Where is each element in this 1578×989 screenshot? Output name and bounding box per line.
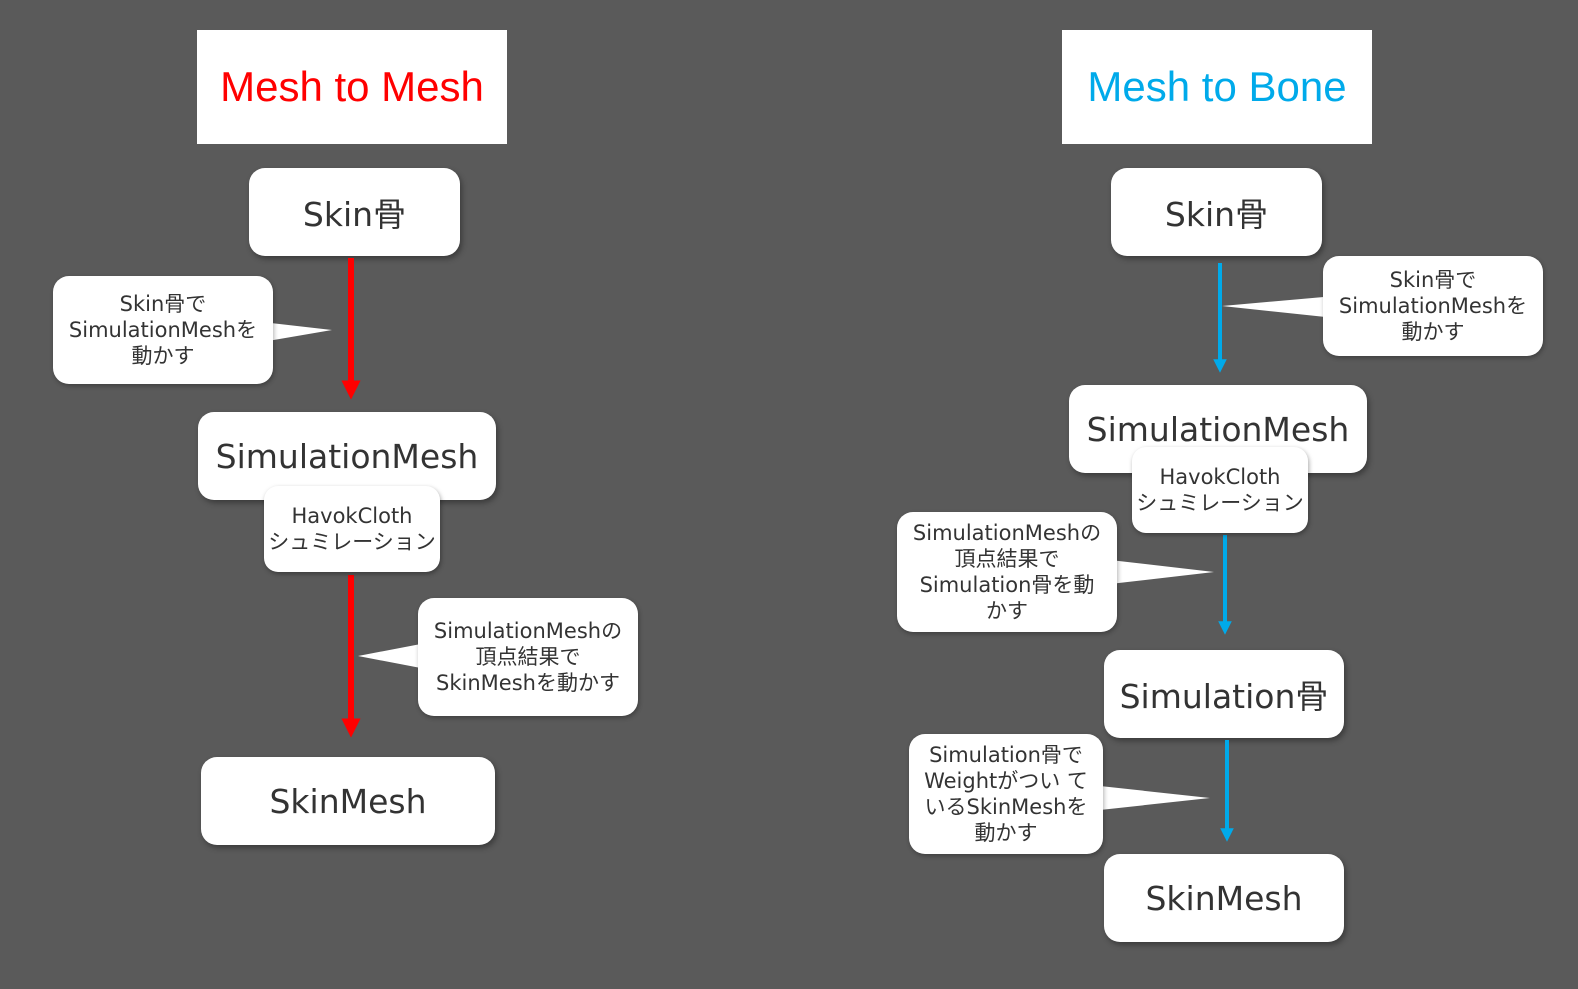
callout-tail-right-2 (1110, 560, 1214, 584)
right-callout-2-line: かす (986, 599, 1028, 623)
left-callout-1-line: Skin骨で (119, 292, 207, 316)
right-node-simulation-mesh: SimulationMesh (1069, 385, 1367, 473)
right-callout-1-line: 動かす (1401, 320, 1465, 344)
right-node-skin-mesh-label: SkinMesh (1145, 878, 1303, 918)
right-title: Mesh to Bone (1087, 63, 1347, 110)
left-node-simulation-mesh-label: SimulationMesh (215, 436, 479, 476)
right-havok-box: HavokCloth シュミレーション (1132, 447, 1308, 533)
right-callout-3: Simulation骨で Weightがつい て いるSkinMeshを 動かす (909, 734, 1103, 854)
right-node-skin-bone-label: Skin骨 (1164, 195, 1269, 234)
left-node-skin-mesh: SkinMesh (201, 757, 495, 845)
right-callout-3-line: Weightがつい て (924, 769, 1088, 793)
right-callout-3-line: Simulation骨で (929, 743, 1083, 767)
left-node-skin-bone-label: Skin骨 (302, 195, 407, 234)
left-callout-2-line: SimulationMeshの (433, 619, 623, 643)
right-node-simulation-mesh-label: SimulationMesh (1086, 409, 1350, 449)
right-havok-line2: シュミレーション (1136, 491, 1304, 515)
right-callout-1: Skin骨で SimulationMeshを 動かす (1323, 256, 1543, 356)
right-node-simulation-bone-label: Simulation骨 (1119, 677, 1329, 716)
right-title-box: Mesh to Bone (1062, 30, 1372, 144)
callout-tail-right-3 (1100, 786, 1210, 810)
left-title: Mesh to Mesh (220, 63, 484, 110)
right-callout-3-line: いるSkinMeshを (924, 795, 1088, 819)
left-node-skin-mesh-label: SkinMesh (269, 781, 427, 821)
right-callout-2: SimulationMeshの 頂点結果で Simulation骨を動 かす (897, 512, 1117, 632)
right-callout-1-line: SimulationMeshを (1338, 294, 1528, 318)
right-callout-1-line: Skin骨で (1389, 268, 1477, 292)
left-title-box: Mesh to Mesh (197, 30, 507, 144)
right-node-skin-mesh: SkinMesh (1104, 854, 1344, 942)
left-node-simulation-mesh: SimulationMesh (198, 412, 496, 500)
left-node-skin-bone: Skin骨 (249, 168, 460, 256)
left-callout-2-line: 頂点結果で (475, 645, 581, 669)
right-havok-line1: HavokCloth (1159, 465, 1281, 489)
left-callout-1: Skin骨で SimulationMeshを 動かす (53, 276, 273, 384)
right-callout-3-line: 動かす (974, 821, 1038, 845)
left-havok-box: HavokCloth シュミレーション (264, 486, 440, 572)
left-havok-line2: シュミレーション (268, 530, 436, 554)
right-node-skin-bone: Skin骨 (1111, 168, 1322, 256)
callout-tail-right-1 (1222, 296, 1335, 318)
right-callout-2-line: Simulation骨を動 (919, 573, 1095, 597)
left-havok-line1: HavokCloth (291, 504, 413, 528)
callout-tail-left-2 (358, 643, 426, 669)
left-callout-1-line: 動かす (131, 344, 195, 368)
right-callout-2-line: SimulationMeshの (912, 521, 1102, 545)
right-callout-2-line: 頂点結果で (954, 547, 1060, 571)
left-callout-2-line: SkinMeshを動かす (436, 671, 620, 695)
left-callout-2: SimulationMeshの 頂点結果で SkinMeshを動かす (418, 598, 638, 716)
right-node-simulation-bone: Simulation骨 (1104, 650, 1344, 738)
left-callout-1-line: SimulationMeshを (68, 318, 258, 342)
callout-tail-left-1 (262, 322, 332, 342)
